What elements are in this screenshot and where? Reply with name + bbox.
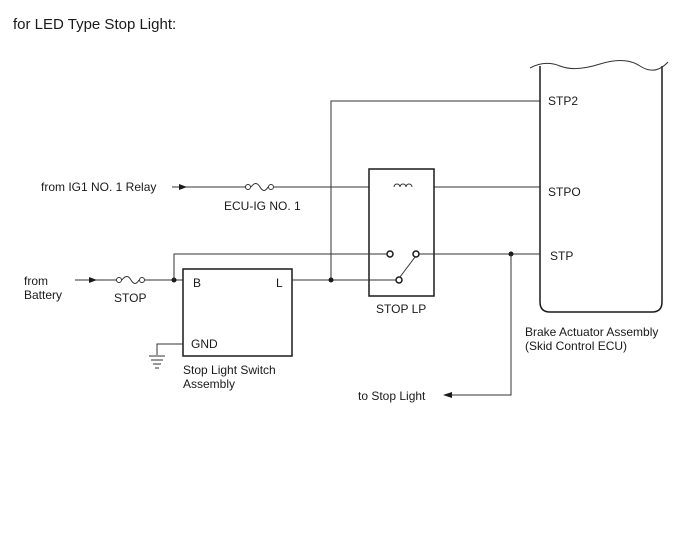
wire-stp2 bbox=[330, 100, 540, 280]
junction-l bbox=[328, 277, 334, 283]
diagram-title: for LED Type Stop Light: bbox=[13, 16, 176, 33]
fuse-stop-left-terminal bbox=[116, 277, 122, 283]
terminal-stp2: STP2 bbox=[548, 94, 578, 108]
ground-icon bbox=[149, 355, 165, 369]
ecu-name: Brake Actuator Assembly bbox=[525, 325, 658, 339]
terminal-gnd: GND bbox=[191, 337, 218, 351]
fuse-ecu-ig-label: ECU-IG NO. 1 bbox=[224, 199, 301, 213]
wire-battery-to-relay bbox=[173, 253, 387, 280]
relay-contact-bottom bbox=[395, 276, 403, 284]
relay-switch-blade bbox=[399, 256, 416, 278]
terminal-l: L bbox=[276, 276, 283, 290]
source-ig1-relay: from IG1 NO. 1 Relay bbox=[41, 180, 156, 194]
relay-contact-top-left bbox=[386, 250, 394, 258]
fuse-ecu-ig-icon bbox=[250, 183, 269, 191]
wire-gnd bbox=[156, 343, 183, 355]
fuse-ecu-ig-right-terminal bbox=[268, 184, 274, 190]
ecu-torn-edge bbox=[529, 60, 669, 71]
fuse-stop-icon bbox=[121, 276, 140, 284]
arrow-ig1 bbox=[179, 184, 187, 190]
terminal-b: B bbox=[193, 276, 201, 290]
relay-coil-icon bbox=[393, 183, 413, 188]
relay-contact-top-right bbox=[412, 250, 420, 258]
fuse-stop-right-terminal bbox=[139, 277, 145, 283]
terminal-stpo: STPO bbox=[548, 185, 581, 199]
wire-to-stop-light bbox=[445, 254, 512, 396]
terminal-stp: STP bbox=[550, 249, 573, 263]
relay-box bbox=[368, 168, 435, 297]
switch-assembly-box bbox=[182, 268, 293, 357]
switch-assembly-name-sub: Assembly bbox=[183, 377, 235, 391]
source-battery: from bbox=[24, 274, 48, 288]
relay-name: STOP LP bbox=[376, 302, 426, 316]
ecu-name-sub: (Skid Control ECU) bbox=[525, 339, 627, 353]
source-battery-sub: Battery bbox=[24, 288, 62, 302]
output-stop-light: to Stop Light bbox=[358, 389, 426, 403]
ecu-housing bbox=[539, 66, 663, 313]
fuse-stop-label: STOP bbox=[114, 291, 146, 305]
switch-assembly-name: Stop Light Switch bbox=[183, 363, 276, 377]
arrow-stop-light bbox=[443, 392, 452, 398]
fuse-ecu-ig-left-terminal bbox=[245, 184, 251, 190]
arrow-battery bbox=[89, 277, 97, 283]
